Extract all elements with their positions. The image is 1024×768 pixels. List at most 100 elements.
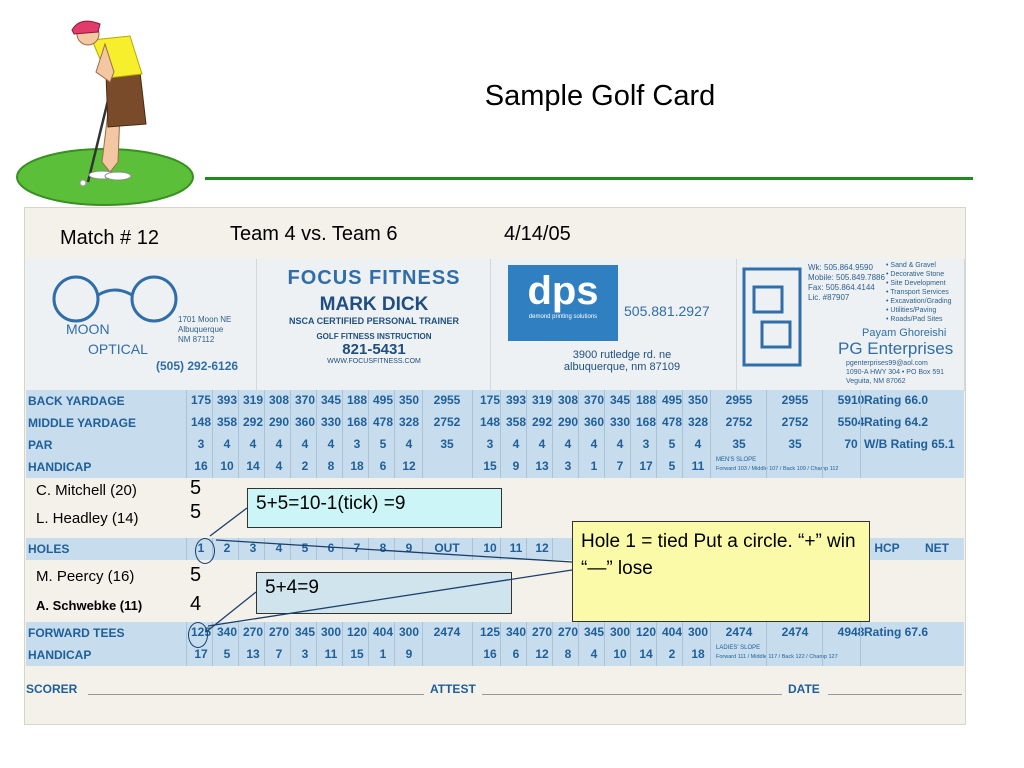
- grid-divider: [500, 390, 501, 412]
- player-score: 4: [190, 593, 202, 615]
- out-total-cell: 2752: [433, 415, 461, 429]
- score-cell: 393: [505, 393, 527, 407]
- score-cell: 270: [531, 625, 553, 639]
- grid-divider: [238, 644, 239, 666]
- pg-service-2: • Decorative Stone: [886, 271, 945, 278]
- score-cell: 300: [609, 625, 631, 639]
- score-cell: 328: [687, 415, 709, 429]
- total-cell: 2955: [781, 393, 809, 407]
- grid-divider: [422, 456, 423, 478]
- grid-divider: [766, 390, 767, 412]
- grid-divider: [422, 434, 423, 456]
- grid-divider: [290, 644, 291, 666]
- grid-divider: [630, 644, 631, 666]
- grid-divider: [552, 622, 553, 644]
- score-cell: 478: [372, 415, 394, 429]
- hole-1-circle: [195, 538, 215, 564]
- slope-note: MEN'S SLOPE: [716, 457, 757, 463]
- sponsor-dps: dps demond printing solutions 505.881.29…: [492, 259, 737, 391]
- moon-address-2: Albuquerque: [178, 325, 224, 334]
- grid-divider: [472, 622, 473, 644]
- player-score: 5: [190, 564, 202, 586]
- row-label: FORWARD TEES: [28, 626, 125, 640]
- score-cell: 9: [405, 541, 413, 555]
- score-cell: 120: [635, 625, 657, 639]
- grid-divider: [264, 644, 265, 666]
- pg-contact-4: Lic. #87907: [808, 293, 850, 302]
- grid-divider: [500, 538, 501, 560]
- score-cell: 345: [609, 393, 631, 407]
- total-cell: 35: [788, 437, 802, 451]
- score-cell: 120: [346, 625, 368, 639]
- pg-contact-1: Wk: 505.864.9590: [808, 263, 873, 272]
- grid-divider: [472, 434, 473, 456]
- score-cell: 168: [635, 415, 657, 429]
- grid-divider: [342, 456, 343, 478]
- pg-contact-3: Fax: 505.864.4144: [808, 283, 875, 292]
- score-cell: 1: [590, 459, 598, 473]
- grid-divider: [526, 390, 527, 412]
- grid-divider: [422, 538, 423, 560]
- pg-service-4: • Transport Services: [886, 289, 949, 296]
- player-score: 5: [190, 477, 202, 499]
- score-cell: 5: [301, 541, 309, 555]
- score-cell: 16: [194, 459, 208, 473]
- score-cell: 18: [350, 459, 364, 473]
- grid-divider: [710, 622, 711, 644]
- grid-divider: [264, 456, 265, 478]
- out-total-cell: 35: [440, 437, 454, 451]
- score-cell: 2: [223, 541, 231, 555]
- grid-divider: [578, 412, 579, 434]
- row-label: HANDICAP: [28, 648, 92, 662]
- grid-divider: [766, 456, 767, 478]
- grid-divider: [238, 622, 239, 644]
- grid-divider: [682, 412, 683, 434]
- grid-divider: [710, 412, 711, 434]
- score-cell: 290: [557, 415, 579, 429]
- score-cell: 14: [639, 647, 653, 661]
- grid-divider: [342, 412, 343, 434]
- score-cell: 9: [405, 647, 413, 661]
- score-cell: 350: [687, 393, 709, 407]
- grid-divider: [682, 622, 683, 644]
- grid-divider: [822, 456, 823, 478]
- score-cell: 3: [249, 541, 257, 555]
- grid-divider: [316, 390, 317, 412]
- moon-address-1: 1701 Moon NE: [178, 315, 232, 324]
- score-cell: 292: [531, 415, 553, 429]
- grid-divider: [368, 412, 369, 434]
- score-cell: 17: [639, 459, 653, 473]
- score-cell: 360: [294, 415, 316, 429]
- pg-service-5: • Excavation/Grading: [886, 298, 952, 305]
- score-cell: 319: [531, 393, 553, 407]
- moon-phone: (505) 292-6126: [156, 359, 239, 373]
- grid-divider: [500, 622, 501, 644]
- score-cell: 7: [353, 541, 361, 555]
- score-cell: 4: [694, 437, 702, 451]
- score-cell: 3: [301, 647, 309, 661]
- rating-cell: Rating 64.2: [864, 415, 929, 429]
- grid-divider: [630, 622, 631, 644]
- score-cell: 300: [398, 625, 420, 639]
- grid-divider: [630, 434, 631, 456]
- pg-service-6: • Utilities/Paving: [886, 307, 937, 314]
- grid-divider: [342, 434, 343, 456]
- score-cell: 8: [564, 647, 572, 661]
- grid-divider: [186, 538, 187, 560]
- grid-divider: [860, 456, 861, 478]
- score-cell: 404: [372, 625, 394, 639]
- grid-divider: [822, 412, 823, 434]
- grid-divider: [212, 644, 213, 666]
- focus-web: WWW.FOCUSFITNESS.COM: [327, 358, 421, 365]
- score-cell: 358: [216, 415, 238, 429]
- score-cell: 270: [557, 625, 579, 639]
- grid-divider: [578, 434, 579, 456]
- score-cell: 4: [590, 437, 598, 451]
- annotation-team-score-2: 5+4=9: [256, 572, 512, 614]
- grid-divider: [342, 390, 343, 412]
- grid-divider: [368, 390, 369, 412]
- grid-divider: [238, 538, 239, 560]
- grid-divider: [316, 644, 317, 666]
- grid-divider: [860, 412, 861, 434]
- grid-divider: [552, 390, 553, 412]
